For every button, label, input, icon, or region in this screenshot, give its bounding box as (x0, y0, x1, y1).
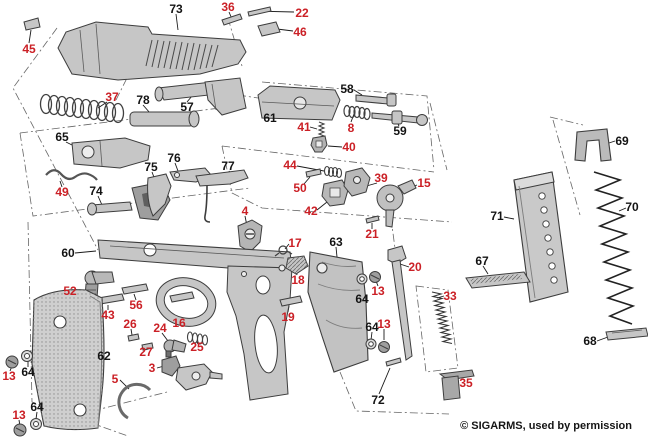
rear-sight-46 (257, 21, 281, 37)
hammer-15 (376, 179, 417, 228)
trigger-75 (147, 173, 172, 217)
pin-21 (365, 215, 380, 224)
spring-17 (274, 245, 293, 257)
grip-left-62 (31, 289, 105, 431)
mag-catch-35 (438, 369, 475, 401)
spring-ring-5 (117, 382, 152, 420)
safety-lock-40 (310, 135, 328, 153)
firing-pin-59 (371, 110, 428, 126)
lever-39 (343, 167, 371, 197)
breech-block-61 (257, 85, 341, 121)
spring-wire-49 (45, 169, 98, 181)
magazine-71 (513, 171, 569, 303)
pin-58 (355, 93, 397, 107)
barrel-57 (154, 77, 247, 116)
spring-lever-77 (195, 169, 249, 223)
takedown-lever-4 (237, 219, 263, 253)
mainspring-33 (430, 291, 454, 345)
pin-26 (127, 333, 140, 342)
pin-spring-41 (317, 121, 326, 137)
copyright-notice: © SIGARMS, used by permission (460, 420, 632, 432)
spring-44 (323, 165, 343, 179)
pin-27 (141, 342, 154, 351)
plunger-24 (163, 339, 187, 353)
guide-rod-78 (129, 110, 200, 128)
pin-50 (305, 168, 322, 178)
pin-22 (247, 6, 272, 17)
follower-69 (574, 128, 612, 162)
magazine-spring-70 (593, 171, 636, 325)
pin-16 (169, 291, 195, 303)
sear-3 (161, 350, 223, 391)
pin-56 (121, 283, 149, 295)
recoil-spring-37 (39, 93, 125, 124)
floorplate-68 (605, 327, 648, 341)
floorplate-insert-67 (465, 271, 531, 289)
grip-right-63 (307, 251, 369, 373)
grip-screws-washers (5, 271, 390, 437)
safety-lever-42 (321, 179, 349, 207)
spring-25 (186, 331, 209, 346)
slide-73-drawing (23, 6, 281, 81)
decocker-spring-20 (387, 245, 413, 361)
small-pins (97, 283, 402, 367)
frame-60 (97, 239, 293, 401)
wedge-18 (285, 255, 309, 275)
pin-72 (385, 357, 402, 367)
pin-36 (221, 13, 243, 26)
pin-19 (279, 295, 303, 307)
spring-8 (343, 104, 371, 121)
front-sight-45 (23, 17, 41, 31)
sear-housing-65 (71, 137, 151, 169)
